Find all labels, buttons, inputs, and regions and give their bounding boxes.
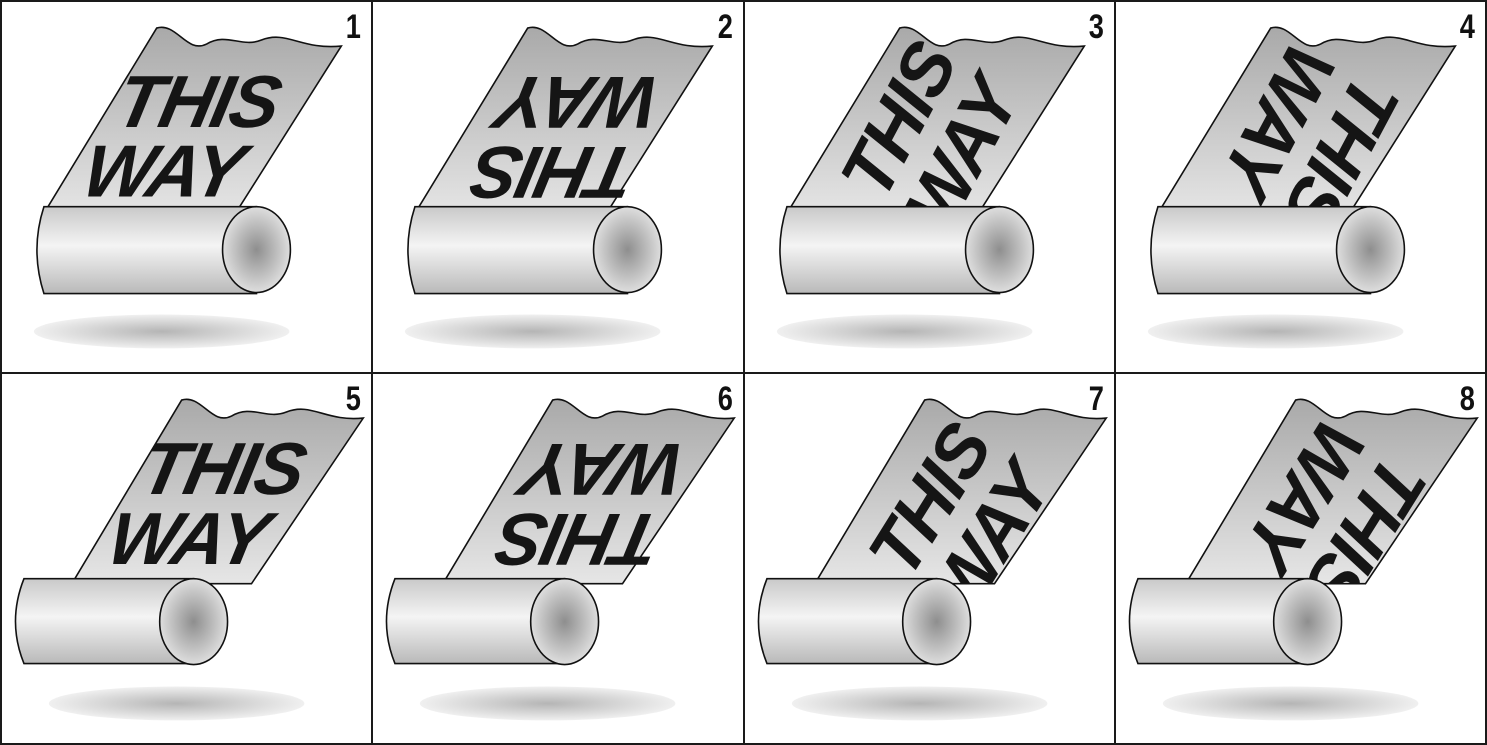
roll-end [1336, 207, 1404, 293]
paper-roll-illustration: THIS WAY [745, 2, 1114, 372]
panel-number: 5 [346, 382, 361, 416]
paper-text: THIS WAY [76, 60, 289, 213]
panel-2: THIS WAY 2 [373, 2, 742, 372]
roll-end [902, 578, 970, 664]
panel-5: THIS WAY 5 [2, 374, 371, 744]
text-way: WAY [484, 61, 666, 144]
panel-8: THIS WAY 8 [1116, 374, 1485, 744]
floor-shadow [1148, 314, 1403, 348]
roll-end [160, 578, 228, 664]
panel-6: THIS WAY 6 [373, 374, 742, 744]
paper-roll-illustration: THIS WAY [373, 374, 742, 744]
floor-shadow [791, 686, 1046, 720]
text-way: WAY [76, 129, 258, 212]
panel-number: 8 [1460, 382, 1475, 416]
paper-roll-illustration: THIS WAY [1116, 2, 1485, 372]
floor-shadow [34, 314, 289, 348]
roll-end [594, 207, 662, 293]
floor-shadow [420, 686, 675, 720]
panel-number: 7 [1089, 382, 1104, 416]
panel-7: THIS WAY 7 [745, 374, 1114, 744]
roll-end [223, 207, 291, 293]
panel-4: THIS WAY 4 [1116, 2, 1485, 372]
paper-roll-illustration: THIS WAY [745, 374, 1114, 744]
panel-3: THIS WAY 3 [745, 2, 1114, 372]
paper-roll-illustration: THIS WAY [2, 2, 371, 372]
floor-shadow [1163, 686, 1418, 720]
panel-number: 1 [346, 10, 361, 44]
floor-shadow [776, 314, 1031, 348]
paper-text: THIS WAY [101, 426, 314, 579]
paper-roll-illustration: THIS WAY [2, 374, 371, 744]
panel-1: THIS WAY 1 [2, 2, 371, 372]
panel-number: 2 [717, 10, 732, 44]
panel-number: 4 [1460, 10, 1475, 44]
paper-text: THIS WAY [488, 428, 691, 581]
paper-roll-illustration: THIS WAY [373, 2, 742, 372]
floor-shadow [49, 686, 304, 720]
roll-end [531, 578, 599, 664]
panel-number: 3 [1089, 10, 1104, 44]
text-way: WAY [101, 496, 283, 579]
panel-number: 6 [717, 382, 732, 416]
text-way: WAY [509, 428, 691, 511]
floor-shadow [405, 314, 660, 348]
roll-end [1273, 578, 1341, 664]
roll-end [965, 207, 1033, 293]
paper-roll-illustration: THIS WAY [1116, 374, 1485, 744]
